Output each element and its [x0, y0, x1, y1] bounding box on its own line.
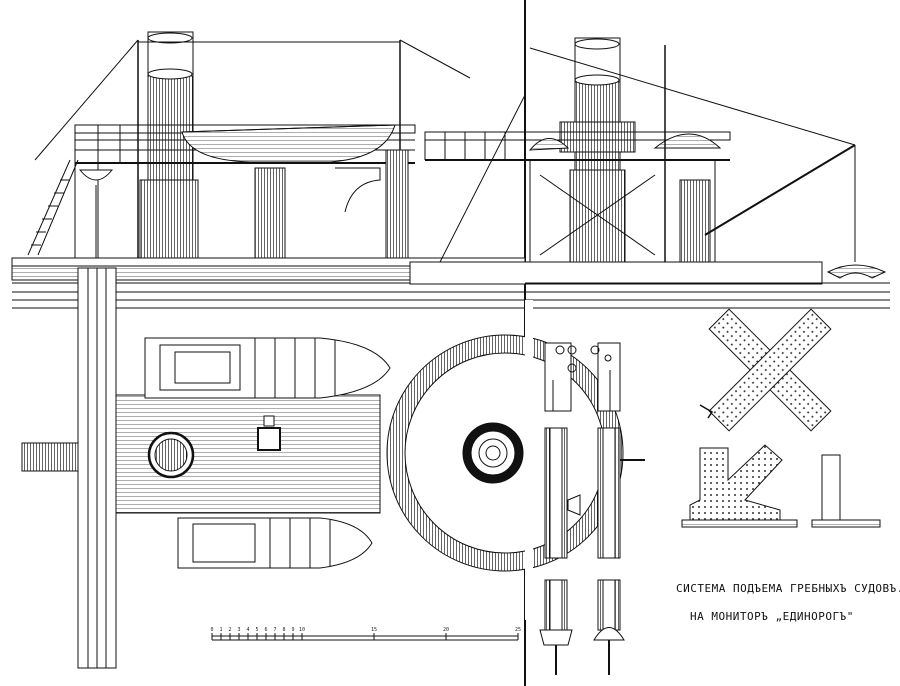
- scale-tick-label: 0: [210, 627, 213, 633]
- cross-plate: [708, 308, 832, 432]
- scale-tick-label: 9: [291, 627, 294, 633]
- scale-tick-label: 10: [299, 627, 305, 633]
- scale-tick-label: 6: [264, 627, 267, 633]
- scale-tick-label: 1: [219, 627, 222, 633]
- scale-tick-label: 20: [443, 627, 449, 633]
- scale-tick-label: 3: [237, 627, 240, 633]
- anchor-fluke: [826, 264, 887, 279]
- davit-part-1: [544, 342, 572, 412]
- boat-plan-lower: [177, 517, 373, 569]
- boat-plan-upper: [144, 337, 391, 399]
- scale-tick-label: 4: [246, 627, 249, 633]
- scale-tick-label: 5: [255, 627, 258, 633]
- side-elevation-right: [409, 37, 890, 309]
- bracket-detail: [689, 444, 783, 521]
- boat-elevation-left: [181, 124, 396, 163]
- caption-subtitle: НА МОНИТОРЪ „ЕДИНОРОГЪ": [690, 610, 854, 623]
- davit-part-2: [597, 342, 621, 412]
- caption-title: СИСТЕМА ПОДЪЕМА ГРЕБНЫХЪ СУДОВЪ.: [676, 582, 900, 595]
- scale-tick-label: 8: [282, 627, 285, 633]
- detail-parts: [539, 308, 881, 675]
- plan-view: [21, 267, 624, 669]
- scale-tick-label: 15: [371, 627, 377, 633]
- scale-tick-label: 7: [273, 627, 276, 633]
- scale-tick-label: 2: [228, 627, 231, 633]
- side-elevation-left: [11, 31, 526, 309]
- scale-tick-label: 25: [515, 627, 521, 633]
